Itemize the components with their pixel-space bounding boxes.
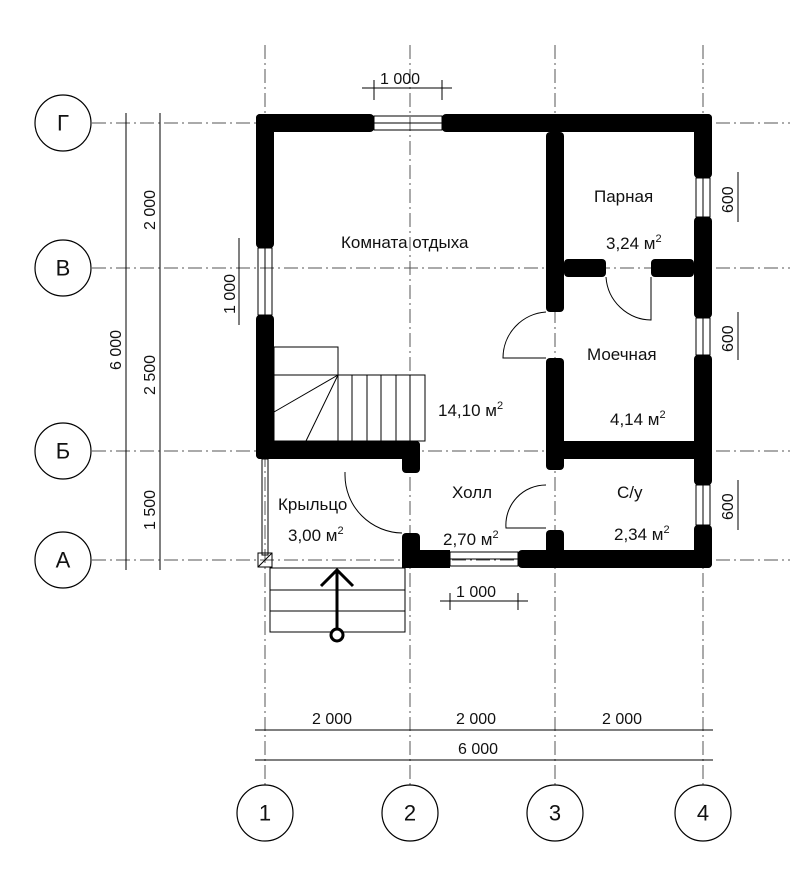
svg-text:В: В xyxy=(56,256,71,281)
room-area: 2,70 м2 xyxy=(443,529,499,549)
svg-text:4: 4 xyxy=(697,801,709,826)
svg-text:2 000: 2 000 xyxy=(312,711,352,728)
doors xyxy=(344,276,652,534)
svg-text:600: 600 xyxy=(720,493,737,520)
walls xyxy=(256,114,712,568)
svg-text:А: А xyxy=(56,548,71,573)
svg-text:1: 1 xyxy=(259,801,271,826)
svg-text:6 000: 6 000 xyxy=(108,330,125,370)
room-name: Комната отдыха xyxy=(341,233,469,252)
svg-text:600: 600 xyxy=(720,325,737,352)
porch xyxy=(257,458,406,643)
room-area: 3,24 м2 xyxy=(606,233,662,253)
svg-text:2 000: 2 000 xyxy=(602,711,642,728)
windows xyxy=(257,115,711,567)
room-name: С/у xyxy=(617,483,643,502)
room-area: 4,14 м2 xyxy=(610,409,666,429)
axis-markers: Г В Б А 1 2 3 4 xyxy=(34,94,732,842)
svg-text:6 000: 6 000 xyxy=(458,741,498,758)
room-labels: Комната отдыха 14,10 м2 Парная 3,24 м2 М… xyxy=(278,187,670,549)
room-area: 2,34 м2 xyxy=(614,524,670,544)
svg-text:1 000: 1 000 xyxy=(380,71,420,88)
svg-text:1 500: 1 500 xyxy=(142,490,159,530)
room-name: Холл xyxy=(452,483,492,502)
stairs xyxy=(273,346,426,442)
svg-text:2 000: 2 000 xyxy=(456,711,496,728)
room-name: Парная xyxy=(594,187,653,206)
svg-text:Б: Б xyxy=(56,439,70,464)
room-area: 14,10 м2 xyxy=(438,400,503,420)
svg-text:Г: Г xyxy=(57,111,69,136)
svg-text:1 000: 1 000 xyxy=(222,274,239,314)
room-name: Моечная xyxy=(587,345,657,364)
dimensions: 1 000 1 000 1 000 600 600 600 2 000 2 50… xyxy=(108,71,739,761)
room-name: Крыльцо xyxy=(278,495,347,514)
svg-text:3: 3 xyxy=(549,801,561,826)
svg-text:2: 2 xyxy=(404,801,416,826)
svg-text:2 000: 2 000 xyxy=(142,190,159,230)
svg-text:2 500: 2 500 xyxy=(142,355,159,395)
room-area: 3,00 м2 xyxy=(288,525,344,545)
svg-text:600: 600 xyxy=(720,186,737,213)
svg-text:1 000: 1 000 xyxy=(456,584,496,601)
